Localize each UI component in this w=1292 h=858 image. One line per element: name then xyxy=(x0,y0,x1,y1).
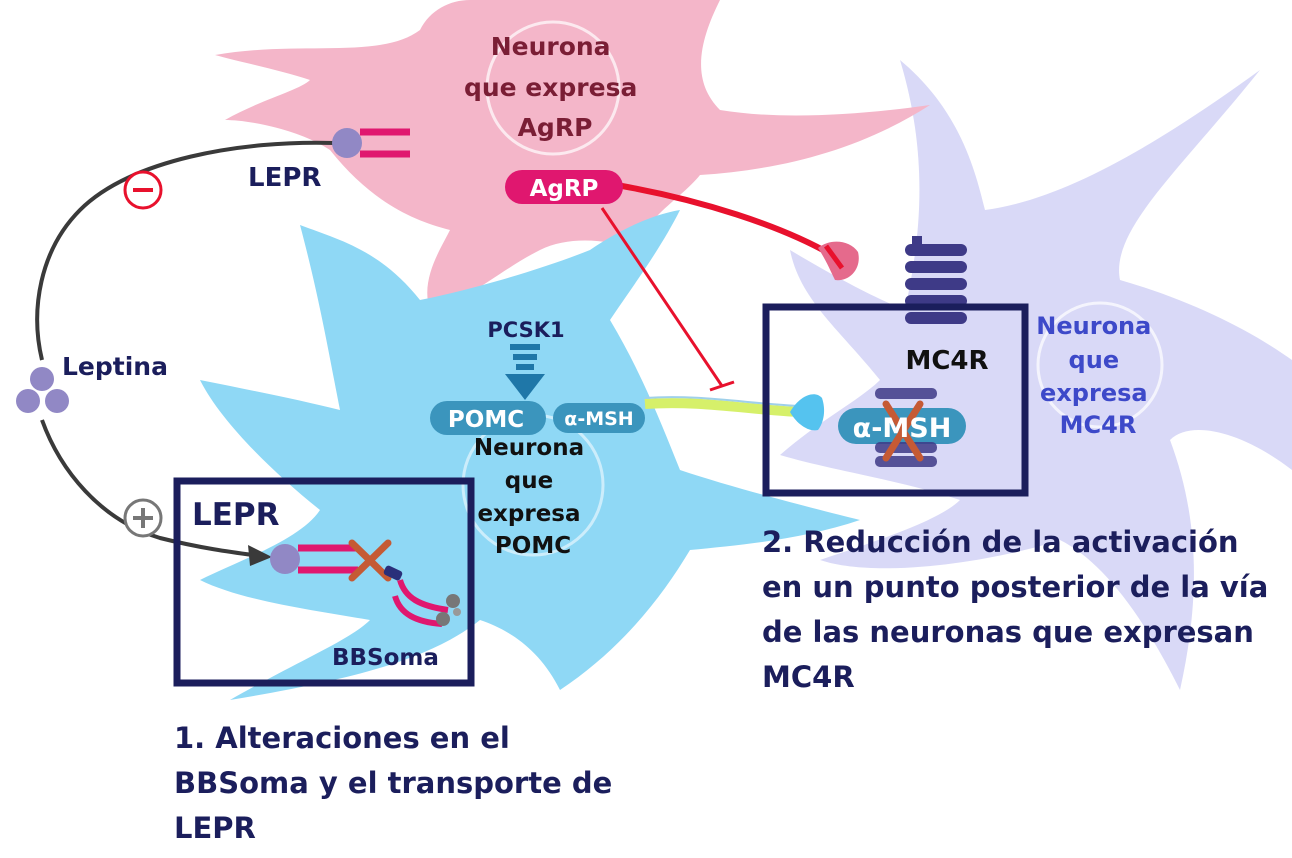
lepr-box-label: LEPR xyxy=(192,497,280,533)
pomc-pill xyxy=(430,401,546,435)
caption-right: 2. Reducción de la activación en un punt… xyxy=(762,520,1268,700)
mc4r-coil-lower-icon xyxy=(875,388,937,467)
amsh-pill xyxy=(553,403,645,433)
agrp-pill xyxy=(505,170,623,204)
cross-mark-icon xyxy=(348,539,392,582)
agrp-to-mc4r-inhibition xyxy=(621,183,834,258)
pomc-neuron-label: Neurona que expresa POMC xyxy=(474,435,592,559)
down-arrow-icon xyxy=(505,344,545,400)
amsh-pill-label: α-MSH xyxy=(564,408,633,430)
pcsk1-label: PCSK1 xyxy=(487,318,564,342)
agrp-pill-label: AgRP xyxy=(530,176,599,202)
bbsoma-label: BBSoma xyxy=(332,645,439,671)
agrp-neuron-label: Neurona que expresa AgRP xyxy=(464,32,646,142)
caption-right-line: 2. Reducción de la activación xyxy=(762,525,1239,559)
mc4r-label: MC4R xyxy=(905,346,988,376)
caption-left-line: 1. Alteraciones en el xyxy=(174,721,510,755)
lepr-highlight-box xyxy=(173,477,475,687)
leptin-molecule-icon xyxy=(16,367,69,413)
caption-left-line: LEPR xyxy=(174,811,256,845)
leptin-pathway-arc xyxy=(35,140,336,558)
lepr-top-label: LEPR xyxy=(248,163,321,193)
cross-mark-icon xyxy=(882,400,924,462)
amsh-axon xyxy=(644,398,801,417)
amsh-synapse-icon xyxy=(790,394,825,431)
inhibition-arrow-icon xyxy=(709,380,735,392)
pomc-pill-label: POMC xyxy=(448,407,524,433)
amsh-axon-edge xyxy=(644,396,801,407)
inhibition-bar-icon xyxy=(823,244,845,270)
plus-circle-icon xyxy=(123,498,163,538)
caption-right-line: de las neuronas que expresan xyxy=(762,615,1254,649)
agrp-neuron-body xyxy=(215,0,930,310)
agrp-to-pomc-inhibition xyxy=(600,207,724,387)
mc4r-highlight-box xyxy=(762,303,1029,497)
bbsoma-receptor-icon xyxy=(392,579,461,627)
caption-left: 1. Alteraciones en el BBSoma y el transp… xyxy=(174,716,612,851)
leptin-arrowhead-icon xyxy=(248,545,272,566)
mc4r-neuron-label: Neurona que expresa MC4R xyxy=(1036,312,1159,439)
bbsoma-connector xyxy=(383,565,403,581)
caption-right-line: en un punto posterior de la vía xyxy=(762,570,1269,604)
caption-right-line: MC4R xyxy=(762,660,855,694)
mc4r-neuron-body xyxy=(780,60,1292,690)
lepr-box-receptor-icon xyxy=(270,544,358,574)
caption-left-line: BBSoma y el transporte de xyxy=(174,766,613,800)
leptina-label: Leptina xyxy=(62,352,168,381)
amsh-box-label: α-MSH xyxy=(853,413,952,444)
lepr-receptor-icon xyxy=(332,128,410,158)
minus-circle-icon xyxy=(123,170,163,210)
